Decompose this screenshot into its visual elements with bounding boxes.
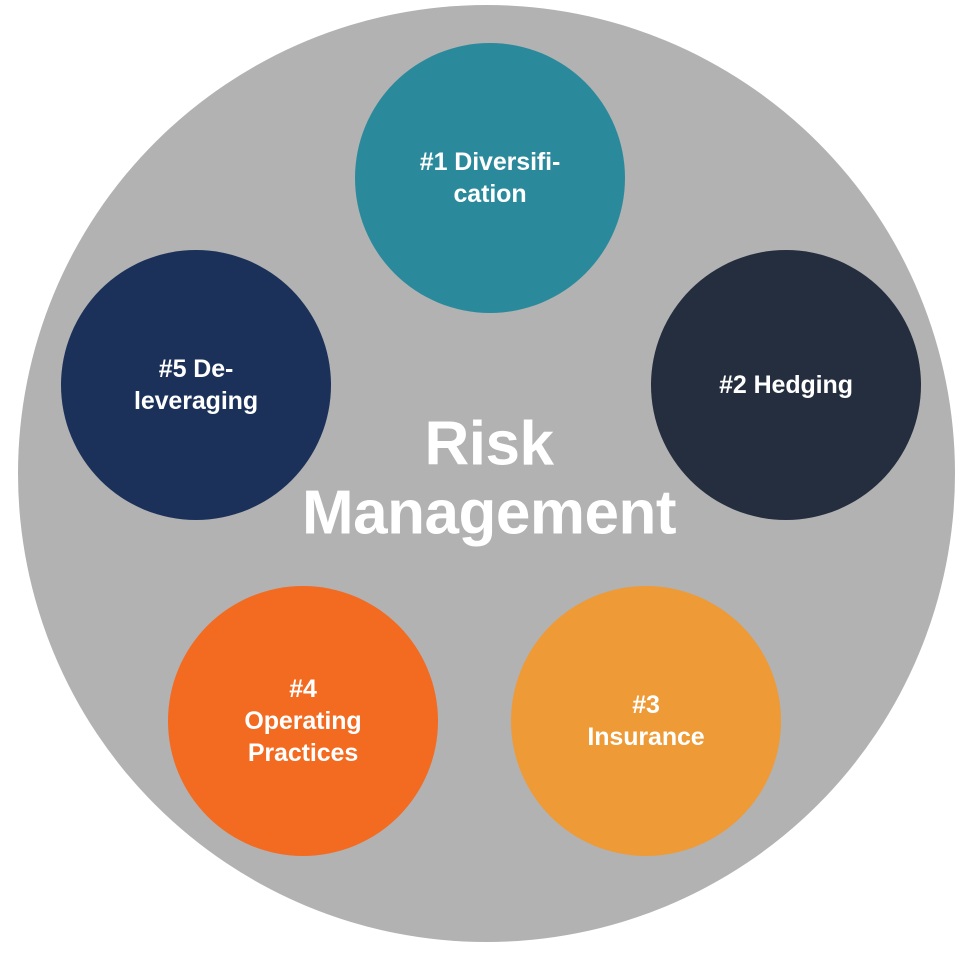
node-insurance[interactable]: #3 Insurance bbox=[511, 586, 781, 856]
node-operating-practices-label: #4 Operating Practices bbox=[244, 675, 362, 767]
node-deleveraging-label: #5 De- leveraging bbox=[133, 355, 259, 415]
node-insurance-label: #3 Insurance bbox=[587, 691, 705, 751]
node-diversification[interactable]: #1 Diversifi- cation bbox=[355, 43, 625, 313]
node-diversification-label: #1 Diversifi- cation bbox=[419, 148, 561, 208]
node-deleveraging[interactable]: #5 De- leveraging bbox=[61, 250, 331, 520]
node-hedging[interactable]: #2 Hedging bbox=[651, 250, 921, 520]
node-hedging-label: #2 Hedging bbox=[719, 371, 853, 399]
node-operating-practices[interactable]: #4 Operating Practices bbox=[168, 586, 438, 856]
page-title: Risk Management bbox=[302, 409, 676, 548]
